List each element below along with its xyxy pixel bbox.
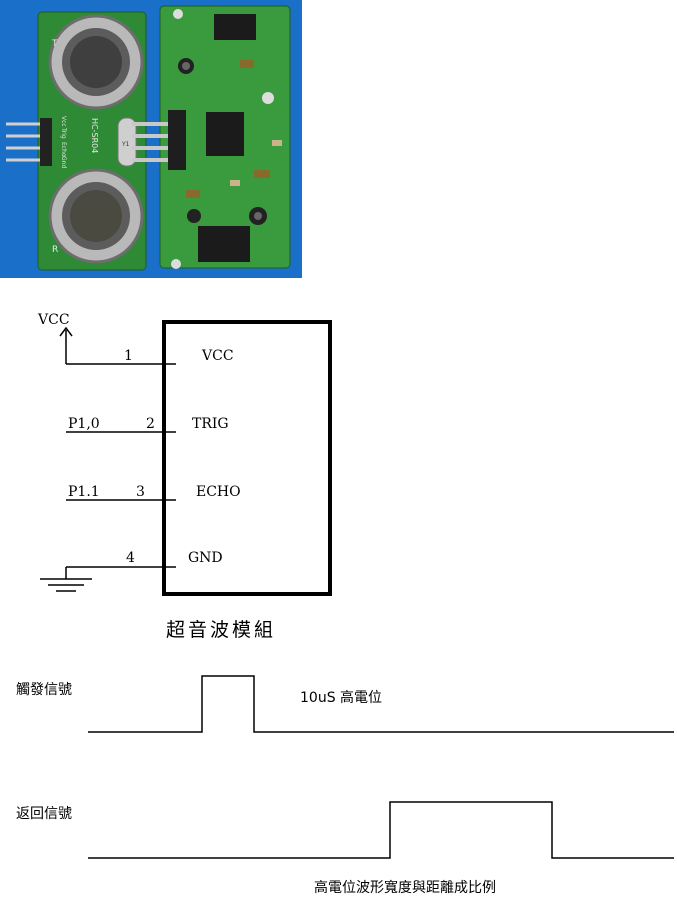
crystal [117,117,137,167]
ultrasonic-module-photo: T R HC-SR04 Vcc Trig Echo Gnd Y1 [0,0,302,278]
pin2-net: P1,0 [68,416,100,432]
pin2-number: 2 [146,416,155,432]
echo-signal-label: 返回信號 [16,806,72,822]
board-label: HC-SR04 [90,118,99,153]
transducer-r-label: R [52,245,58,255]
ic-chip-1 [206,112,244,156]
pin-label-gnd: Gnd [60,156,67,168]
pin2-name: TRIG [192,416,229,432]
pin-label-trig: Trig [60,127,67,139]
ground-symbol [40,567,92,592]
ic-chip-2 [198,226,250,262]
trigger-signal-label: 觸發信號 [16,682,72,698]
supply-arrow [59,326,73,337]
transducer-t-label: T [51,39,58,49]
connector-socket [168,110,186,170]
crystal-label: Y1 [121,141,130,148]
pin1-number: 1 [124,348,133,364]
pin3-number: 3 [136,484,145,500]
trigger-waveform [88,675,674,733]
pin4-name: GND [188,550,223,566]
header-block [40,118,52,166]
pin3-name: ECHO [196,484,241,500]
pin-label-echo: Echo [60,142,67,157]
module-box [162,320,332,596]
transducer-r [48,168,144,264]
module-caption: 超音波模組 [166,619,276,641]
pin-label-vcc: Vcc [60,116,67,127]
echo-waveform [88,801,674,859]
trigger-pulse-note: 10uS 高電位 [300,689,382,706]
ic-chip-3 [214,14,256,40]
pin4-number: 4 [126,550,135,566]
pin3-net: P1.1 [68,484,100,500]
header-pins-left [6,122,40,162]
supply-label: VCC [37,312,70,328]
pin1-name: VCC [201,348,234,364]
echo-pulse-note: 高電位波形寬度與距離成比例 [314,879,496,896]
transducer-t [48,14,144,110]
components [171,9,282,269]
